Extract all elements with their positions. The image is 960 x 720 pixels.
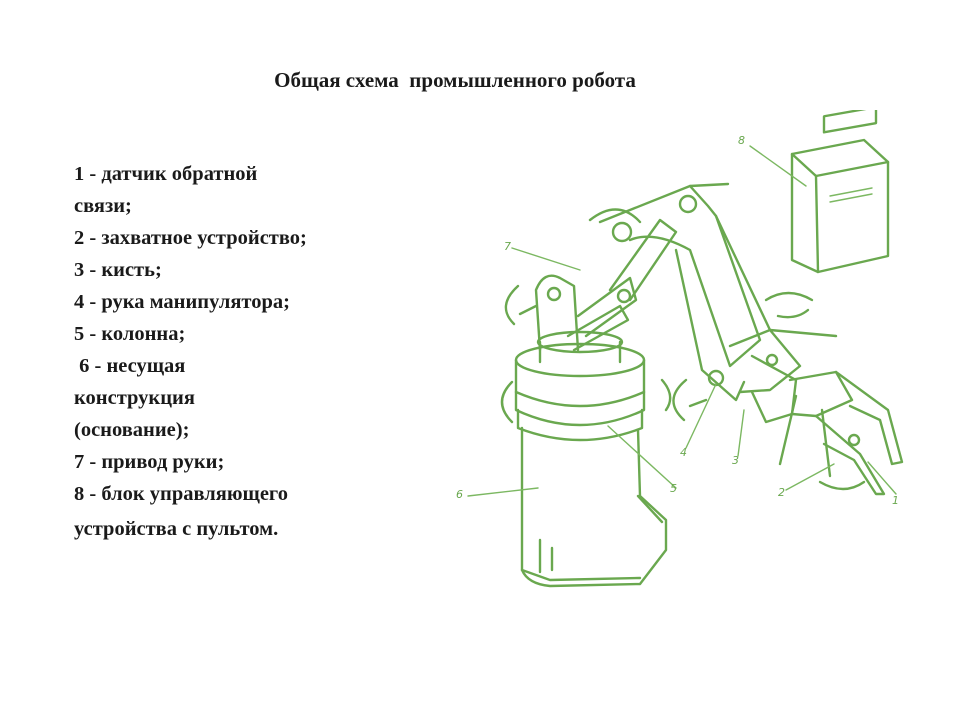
legend-line-10: 7 - привод руки; [74, 451, 225, 473]
control-unit [790, 110, 890, 274]
label-2: 2 [778, 486, 785, 499]
legend-line-11: 8 - блок управляющего [74, 483, 288, 505]
legend-line-12: устройства с пультом. [74, 518, 279, 540]
robot-diagram: 8 7 4 3 5 6 2 1 [456, 110, 904, 588]
legend-line-3: 2 - захватное устройство; [74, 227, 307, 249]
legend-line-7: 6 - несущая [74, 355, 186, 377]
legend-line-9: (основание); [74, 419, 190, 441]
rotation-arrows [500, 284, 866, 491]
leader-lines [467, 145, 897, 497]
base-structure [520, 426, 668, 588]
label-8: 8 [738, 134, 745, 147]
label-6: 6 [456, 488, 463, 501]
legend-line-4: 3 - кисть; [74, 259, 162, 281]
legend-list: 1 - датчик обратной связи; 2 - захватное… [74, 158, 414, 544]
manipulator-arm [598, 182, 772, 402]
column [514, 330, 646, 442]
label-4: 4 [680, 446, 687, 459]
legend-line-1: 1 - датчик обратной [74, 163, 258, 185]
legend-line-2: связи; [74, 195, 132, 217]
legend-line-8: конструкция [74, 387, 195, 409]
legend-line-6: 5 - колонна; [74, 323, 186, 345]
arm-drive [534, 208, 678, 352]
label-5: 5 [670, 482, 677, 495]
label-1: 1 [892, 494, 899, 507]
wrist [728, 328, 838, 424]
page-title: Общая схема промышленного робота [274, 68, 636, 92]
gripper [778, 370, 904, 496]
label-3: 3 [732, 454, 739, 467]
legend-line-5: 4 - рука манипулятора; [74, 291, 290, 313]
label-7: 7 [504, 240, 511, 253]
